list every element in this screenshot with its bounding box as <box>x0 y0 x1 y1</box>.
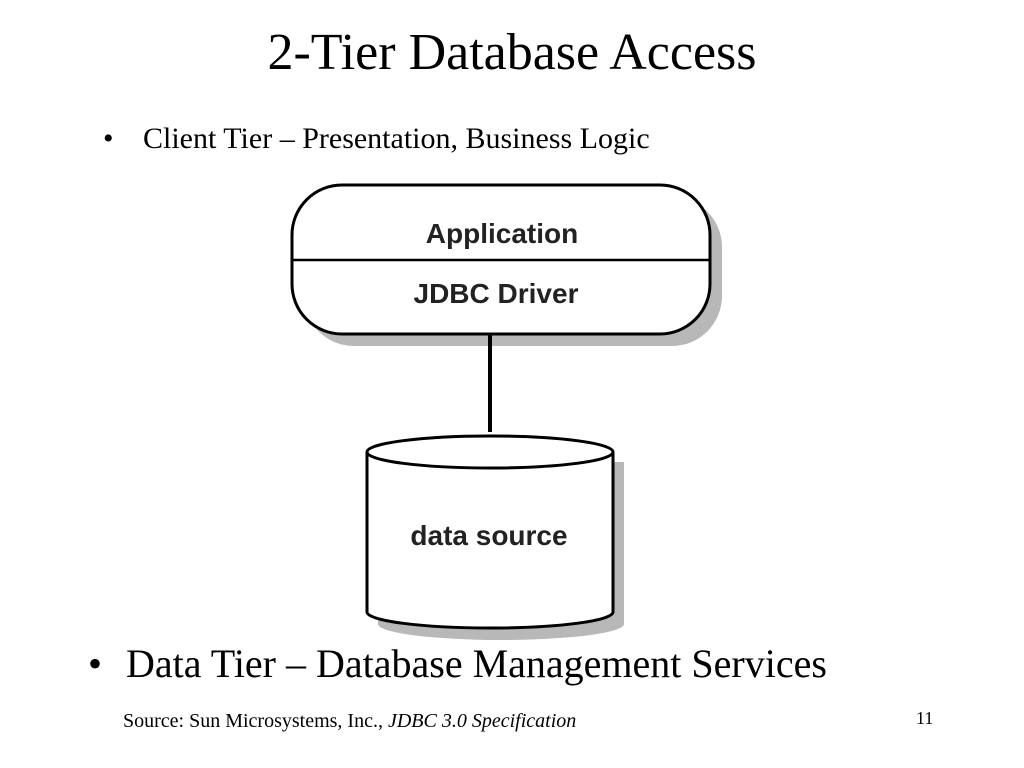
jdbc-driver-label: JDBC Driver <box>414 278 579 309</box>
source-title: JDBC 3.0 Specification <box>387 710 577 732</box>
datasource-label: data source <box>410 520 567 551</box>
bullet-dot: • <box>103 122 114 155</box>
page-number: 11 <box>916 708 934 728</box>
source-prefix: Source: Sun Microsystems, Inc., <box>123 710 388 732</box>
datasource-cylinder <box>365 434 615 630</box>
bullet-dot: • <box>88 641 103 686</box>
bullet-data-tier-text: Data Tier – Database Management Services <box>126 641 827 686</box>
bullet-data-tier: • Data Tier – Database Management Service… <box>88 639 827 689</box>
application-label: Application <box>426 218 578 249</box>
bullet-client-tier-text: Client Tier – Presentation, Business Log… <box>143 122 650 155</box>
source-citation: Source: Sun Microsystems, Inc., JDBC 3.0… <box>123 709 576 733</box>
bullet-client-tier: • Client Tier – Presentation, Business Lo… <box>103 120 650 158</box>
slide-title: 2-Tier Database Access <box>267 24 757 81</box>
